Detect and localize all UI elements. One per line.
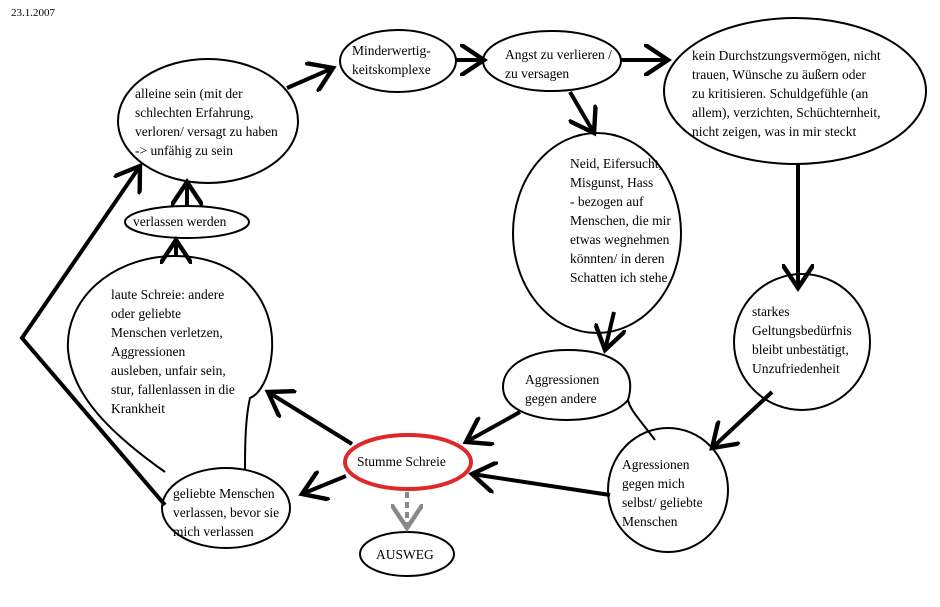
arrow-aggr-andere-stumme — [466, 410, 521, 442]
arrow-aggr-mich-stumme — [472, 474, 611, 497]
node-geliebte-text: geliebte Menschen verlassen, bevor sie m… — [173, 486, 280, 539]
arrow-angst-neid — [570, 90, 594, 133]
arrow-geltung-aggr-mich — [712, 390, 774, 448]
node-durchsetzung-shape — [663, 17, 927, 165]
node-laute-shape — [66, 254, 274, 473]
node-geltung-text: starkes Geltungsbedürfnis bleibt unbestä… — [752, 304, 852, 376]
node-laute-text: laute Schreie: andere oder geliebte Mens… — [111, 287, 235, 416]
arrow-stumme-laute — [268, 392, 354, 446]
arrow-alleine-minderwertig — [286, 68, 333, 88]
node-ausweg-shape — [359, 531, 455, 577]
node-alleine-text: alleine sein (mit der schlechten Erfahru… — [135, 86, 278, 158]
date-label: 23.1.2007 — [11, 7, 55, 19]
node-geliebte-shape — [161, 467, 291, 549]
node-alleine-shape — [117, 58, 299, 184]
node-aggr-andere-shape — [501, 348, 656, 441]
node-aggr-mich-text: Agressionen gegen mich selbst/ geliebte … — [622, 457, 703, 529]
node-aggr-andere-text: Aggressionen gegen andere — [525, 372, 600, 406]
node-minderwertig-text: Minderwertig- keitskomplexe — [352, 43, 431, 77]
arrow-stumme-geliebte — [302, 476, 347, 494]
node-aggr-mich-shape — [607, 427, 729, 553]
node-angst-text: Angst zu verlieren / zu versagen — [505, 47, 612, 81]
arrow-neid-aggr-andere — [605, 311, 614, 350]
node-ausweg-text: AUSWEG — [376, 547, 434, 562]
node-verlassen-text: verlassen werden — [133, 214, 227, 229]
node-durchsetzung-text: kein Durchstzungsvermögen, nicht trauen,… — [692, 48, 881, 139]
node-stumme-text: Stumme Schreie — [357, 454, 446, 469]
arrow-geliebte-alleine-loop — [19, 166, 167, 507]
node-neid-text: Neid, Eifersucht, Misgunst, Hass - bezog… — [570, 156, 671, 285]
